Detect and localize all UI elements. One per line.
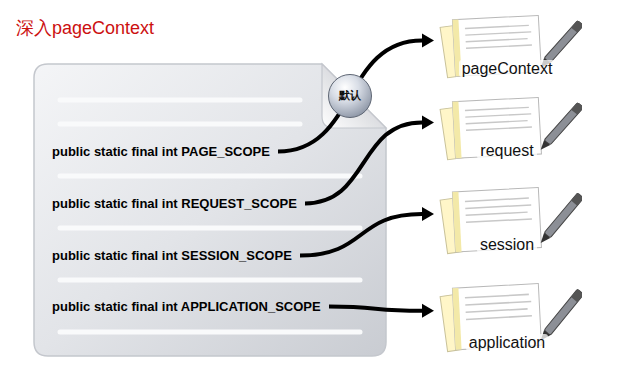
code-line: public static final int PAGE_SCOPE xyxy=(52,144,274,159)
code-text: public static final int SESSION_SCOPE xyxy=(52,248,296,263)
scope-text: request xyxy=(477,142,536,159)
default-badge: 默认 xyxy=(328,74,372,118)
scope-label: session xyxy=(432,236,582,254)
code-text: public static final int APPLICATION_SCOP… xyxy=(52,299,325,314)
scope-label: application xyxy=(432,334,582,352)
connector-line xyxy=(300,214,422,256)
code-line: public static final int APPLICATION_SCOP… xyxy=(52,299,325,314)
scope-document: pageContext xyxy=(432,14,582,80)
diagram-title: 深入pageContext xyxy=(16,16,154,40)
scope-text: pageContext xyxy=(459,60,556,77)
scope-text: session xyxy=(477,236,537,253)
connector xyxy=(278,33,434,151)
edge-label-text: 默认 xyxy=(339,88,361,103)
arrow-head xyxy=(422,207,434,221)
connector xyxy=(329,304,434,318)
arrow-head xyxy=(422,304,434,318)
connector-line xyxy=(305,122,422,203)
code-line: public static final int SESSION_SCOPE xyxy=(52,248,296,263)
scope-document: application xyxy=(432,282,582,354)
code-line: public static final int REQUEST_SCOPE xyxy=(52,196,301,211)
connector xyxy=(300,207,434,256)
scope-document: request xyxy=(432,96,582,162)
scope-document: session xyxy=(432,186,582,256)
arrow-head xyxy=(422,115,434,129)
scope-text: application xyxy=(466,334,549,351)
scope-label: request xyxy=(432,142,582,160)
scope-label: pageContext xyxy=(432,60,582,78)
code-text: public static final int PAGE_SCOPE xyxy=(52,144,274,159)
connector xyxy=(305,115,434,203)
arrow-head xyxy=(422,33,434,47)
connector-line xyxy=(278,40,422,151)
code-text: public static final int REQUEST_SCOPE xyxy=(52,196,301,211)
connector-line xyxy=(329,307,422,311)
